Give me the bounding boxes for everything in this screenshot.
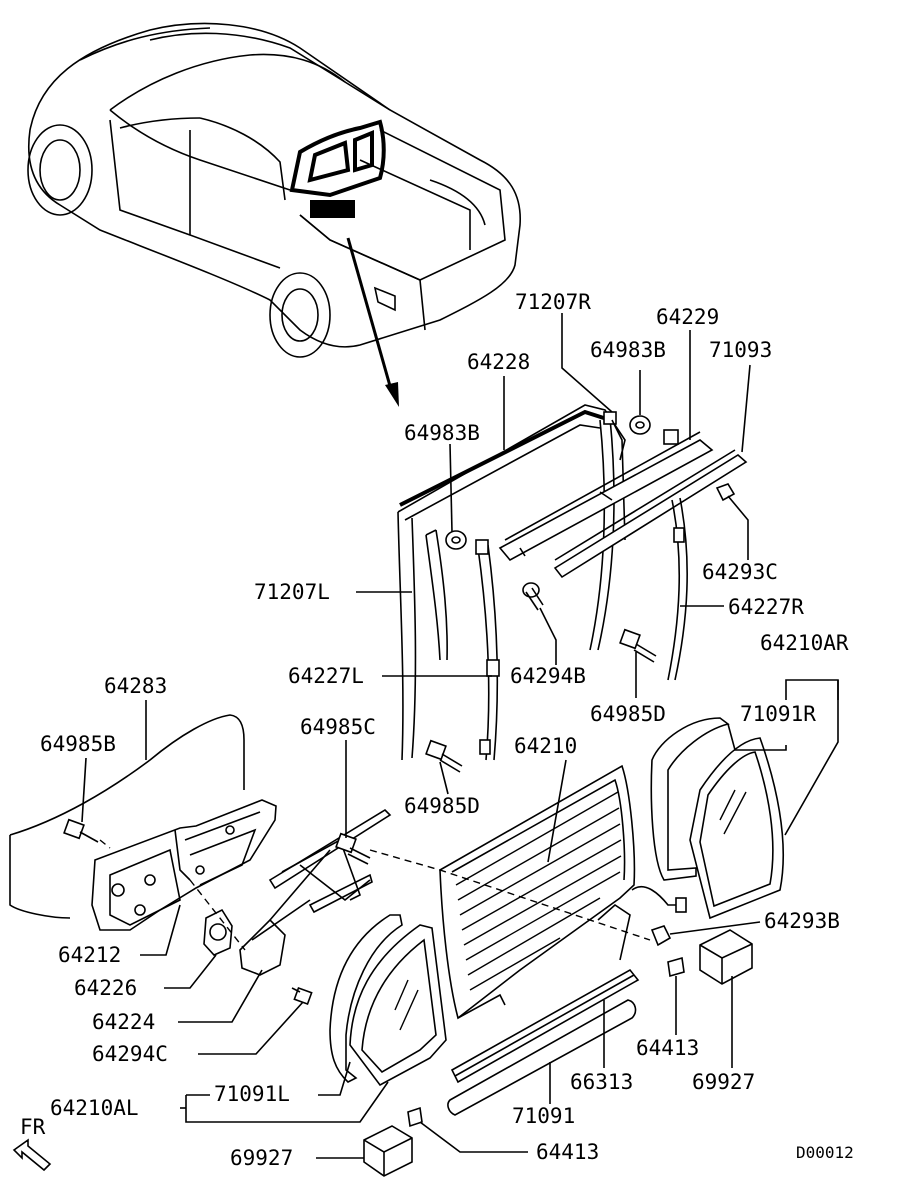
label-64985D-right: 64985D — [590, 702, 666, 726]
part-71091-seal[interactable] — [447, 999, 637, 1116]
glass-wire — [631, 885, 687, 913]
leader-lines — [81, 313, 839, 1159]
label-71091: 71091 — [512, 1104, 575, 1128]
label-64227L: 64227L — [288, 664, 364, 688]
part-64227R-guide[interactable] — [667, 497, 688, 681]
label-66313: 66313 — [570, 1070, 633, 1094]
part-66313-weatherstrip[interactable] — [450, 968, 640, 1084]
label-64226: 64226 — [74, 976, 137, 1000]
part-64985C-bolt[interactable] — [335, 832, 371, 865]
part-71091R-weatherstrip[interactable] — [650, 717, 730, 881]
label-64294C: 64294C — [92, 1042, 168, 1066]
pickup-truck-illustration — [27, 22, 521, 358]
label-69927-right: 69927 — [692, 1070, 755, 1094]
fr-label: FR — [20, 1115, 46, 1139]
label-64985B: 64985B — [40, 732, 116, 756]
part-64985D-bolt[interactable] — [425, 628, 657, 773]
label-69927-bottom: 69927 — [230, 1146, 293, 1170]
label-64294B: 64294B — [510, 664, 586, 688]
part-64210AL-quarter-glass[interactable] — [349, 924, 447, 1087]
label-64293C: 64293C — [702, 560, 778, 584]
part-64210AR-quarter-glass[interactable] — [689, 737, 785, 920]
label-71207L: 71207L — [254, 580, 330, 604]
part-64985B-bolt[interactable] — [63, 818, 99, 843]
part-71091L-weatherstrip[interactable] — [329, 914, 403, 1083]
part-64228-frame-run[interactable] — [397, 404, 626, 761]
label-64413-bottom: 64413 — [536, 1140, 599, 1164]
label-64228: 64228 — [467, 350, 530, 374]
label-64227R: 64227R — [728, 595, 804, 619]
part-64229-rail[interactable] — [498, 429, 714, 562]
part-64283-sheet[interactable] — [9, 714, 245, 919]
part-71093-rail[interactable] — [553, 449, 748, 579]
part-64227L-guide[interactable] — [475, 539, 500, 761]
label-64413-right: 64413 — [636, 1036, 699, 1060]
pointer-arrow — [346, 237, 399, 407]
part-64294B-bolt[interactable] — [522, 582, 544, 611]
label-71091L: 71091L — [214, 1082, 290, 1106]
defroster-lines — [455, 791, 622, 991]
part-71207L-channel[interactable] — [425, 529, 448, 661]
part-69927-box[interactable] — [363, 929, 753, 1177]
label-64212: 64212 — [58, 943, 121, 967]
label-71091R: 71091R — [740, 702, 816, 726]
front-direction-indicator: FR — [12, 1115, 52, 1172]
label-71207R: 71207R — [515, 290, 591, 314]
part-64983B-grommet[interactable] — [445, 415, 651, 550]
label-64229: 64229 — [656, 305, 719, 329]
part-64413-pad[interactable] — [407, 956, 685, 1128]
label-64983B-top: 64983B — [590, 338, 666, 362]
label-64224: 64224 — [92, 1010, 155, 1034]
part-64226-motor[interactable] — [203, 908, 233, 956]
label-64293B: 64293B — [764, 909, 840, 933]
part-64293B-clip[interactable] — [650, 925, 672, 947]
part-64293C-clip[interactable] — [715, 483, 736, 502]
label-64985C: 64985C — [300, 715, 376, 739]
assembly-dashed-lines — [99, 839, 651, 951]
part-64210-rear-glass[interactable] — [439, 764, 636, 1020]
label-71093: 71093 — [709, 338, 772, 362]
label-64985D: 64985D — [404, 794, 480, 818]
part-labels: 71207R 64229 64983B 71093 64228 64983B 6… — [40, 290, 849, 1170]
label-64983B: 64983B — [404, 421, 480, 445]
diagram-id: D00012 — [796, 1143, 854, 1162]
part-64212-regulator[interactable] — [91, 799, 277, 931]
label-64283: 64283 — [104, 674, 167, 698]
label-64210AR: 64210AR — [760, 631, 849, 655]
part-64294C-bolt[interactable] — [291, 986, 313, 1006]
label-64210AL: 64210AL — [50, 1096, 139, 1120]
label-64210: 64210 — [514, 734, 577, 758]
